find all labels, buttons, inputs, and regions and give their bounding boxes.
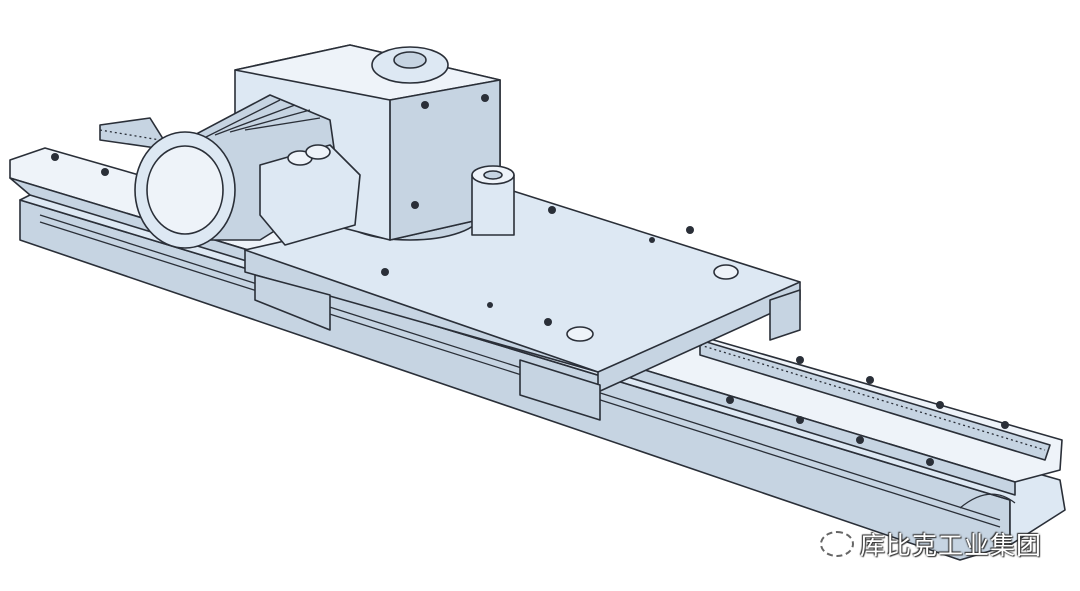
gear-rack [99,117,1051,461]
wechat-icon [820,531,854,557]
sensor-cylinder [471,165,515,236]
motor [134,94,361,249]
watermark-text: 库比克工业集团 [860,531,1043,560]
rail-holes [51,153,1009,466]
watermark: 库比克工业集团 [820,526,1042,562]
